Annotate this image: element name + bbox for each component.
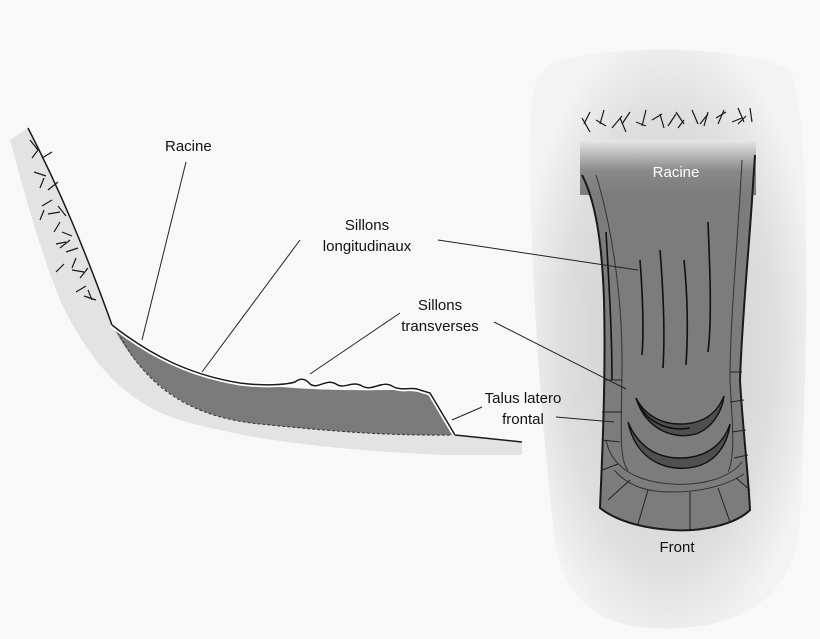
- plan-scree-hatching: [581, 107, 753, 133]
- label-sillons-transverses-2: transverses: [401, 318, 479, 335]
- glacier-plan-body: [580, 140, 755, 531]
- transverse-ridge-1: [635, 395, 725, 437]
- glacier-surface-outline: [111, 324, 456, 436]
- leader-lines-section: [141, 161, 483, 421]
- label-sillons-longitudinaux-1: Sillons: [345, 217, 389, 234]
- leader-sillons-transverses: [309, 312, 401, 375]
- leader-plan-sillons-transverses: [493, 321, 627, 390]
- label-talus-1: Talus latero: [485, 390, 562, 407]
- scree-hatching: [29, 139, 97, 301]
- talus-segments: [601, 371, 751, 530]
- glacier-base-dashed: [117, 331, 456, 436]
- transverse-ridge-1-edge: [635, 397, 691, 430]
- front-inner-arc: [605, 439, 743, 485]
- label-racine-plan: Racine: [653, 164, 700, 181]
- leader-sillons-longitudinaux: [201, 239, 301, 373]
- leader-racine: [141, 161, 187, 341]
- inner-margin-right: [727, 159, 743, 473]
- ground-line: [454, 434, 523, 443]
- leader-plan-sillons-longitudinaux: [437, 239, 639, 271]
- transverse-ridge-2: [627, 421, 731, 470]
- label-sillons-longitudinaux-2: longitudinaux: [323, 238, 412, 255]
- plan-view: [530, 49, 807, 629]
- label-talus-2: frontal: [502, 411, 544, 428]
- glacier-body-section: [112, 325, 455, 436]
- glacier-plan-outline: [581, 154, 756, 532]
- front-inner-arc-2: [613, 469, 745, 493]
- label-front: Front: [659, 539, 695, 556]
- leader-talus: [451, 406, 483, 421]
- longitudinal-furrows: [605, 221, 712, 381]
- label-racine-section: Racine: [165, 138, 212, 155]
- leader-lines-plan: [437, 239, 639, 423]
- slope-surface-line: [27, 127, 113, 326]
- label-sillons-transverses-1: Sillons: [418, 297, 462, 314]
- glacier-root-fade: [580, 140, 756, 195]
- cross-section: [10, 127, 523, 455]
- slope-band: [10, 128, 522, 455]
- inner-margin-left: [595, 174, 629, 471]
- leader-plan-talus: [555, 416, 615, 423]
